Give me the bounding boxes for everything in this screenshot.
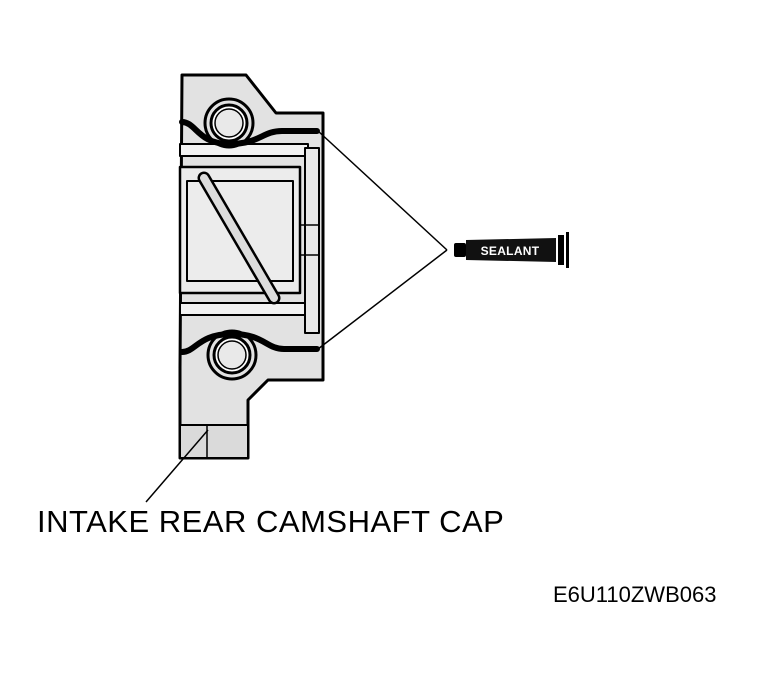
cap-top-strip <box>179 143 309 157</box>
camshaft-cap <box>178 73 325 460</box>
lower-bolt-boss <box>206 329 258 381</box>
upper-sealant-bead <box>179 119 320 148</box>
sealant-beads <box>179 119 320 355</box>
oil-passage-pin <box>197 171 281 305</box>
cap-bottom-strip <box>179 302 309 316</box>
upper-bolt-boss <box>203 97 255 149</box>
sealant-label: SEALANT <box>481 244 540 258</box>
part-label: INTAKE REAR CAMSHAFT CAP <box>37 504 504 539</box>
figure-code: E6U110ZWB063 <box>553 582 716 607</box>
cap-foot <box>179 424 249 459</box>
cap-side-rib <box>304 147 320 334</box>
lower-sealant-bead <box>179 330 320 355</box>
sealant-tube-icon: SEALANT <box>454 232 569 268</box>
sealant-callout-lines <box>317 130 448 350</box>
part-leader-line <box>145 429 209 503</box>
